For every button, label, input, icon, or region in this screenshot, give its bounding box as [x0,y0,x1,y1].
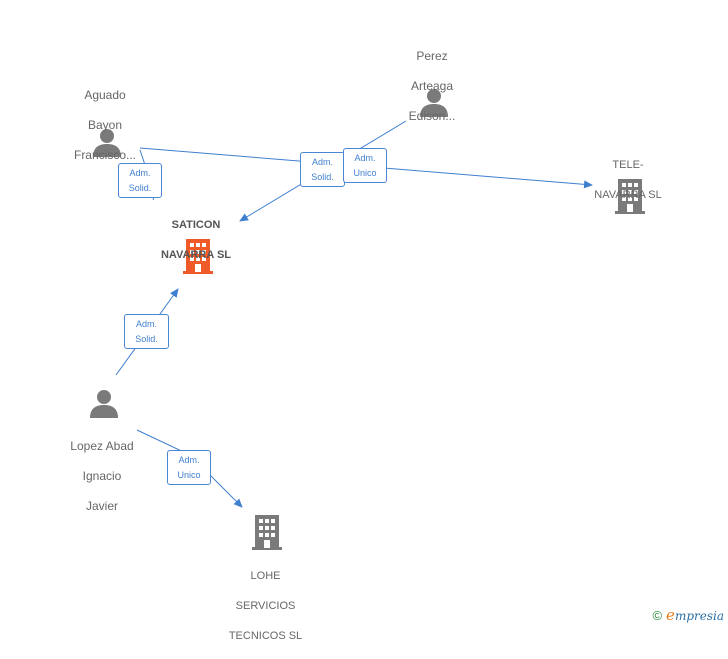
node-label-aguado[interactable]: Aguado Bayon Francisco... [73,88,136,162]
person-icon[interactable] [93,129,121,157]
node-label-perez[interactable]: Perez Arteaga Edison... [408,49,456,123]
person-icon[interactable] [420,89,448,117]
person-icon[interactable] [90,390,118,418]
edge-label-lopez-lohe[interactable]: Adm. Unico [167,450,211,485]
edge-label-perez-saticon[interactable]: Adm. Solid. [300,152,345,187]
brand-logo-text: mpresia [674,609,724,623]
building-icon[interactable] [615,179,645,214]
node-label-telenavarra[interactable]: TELE- NAVARRA SL [594,159,662,201]
node-label-saticon[interactable]: SATICON NAVARRA SL [160,219,232,261]
node-label-lopez[interactable]: Lopez Abad Ignacio Javier [70,439,134,513]
empresia-watermark: ©empresia [652,606,724,624]
node-label-lohe[interactable]: LOHE SERVICIOS TECNICOS SL [228,570,303,642]
copyright-symbol: © [652,608,663,623]
edge-label-lopez-saticon[interactable]: Adm. Solid. [124,314,169,349]
edge-label-aguado-telenavarra[interactable]: Adm. Unico [343,148,387,183]
edge-label-aguado-saticon[interactable]: Adm. Solid. [118,163,162,198]
building-icon-highlighted[interactable] [183,239,213,274]
brand-logo-e: e [666,606,675,624]
building-icon[interactable] [252,515,282,550]
relationship-graph [90,89,645,550]
